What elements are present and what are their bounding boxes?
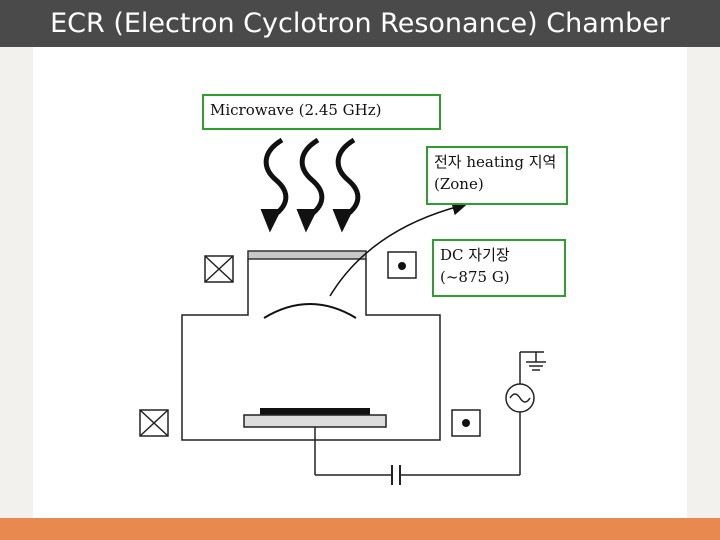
resonance-zone-arc — [263, 303, 357, 319]
dc-text-line2: (~875 G) — [440, 268, 510, 286]
coil-dot-icon — [451, 409, 481, 437]
title-bar — [0, 0, 720, 47]
microwave-arrow-icon — [332, 137, 361, 233]
dc-text-line1: DC 자기장 — [440, 246, 510, 264]
microwave-text: Microwave (2.45 GHz) — [210, 101, 382, 119]
ground-icon — [520, 351, 546, 371]
microwave-label: Microwave (2.45 GHz) — [202, 94, 441, 130]
rf-circuit — [314, 352, 521, 476]
ac-source-icon — [505, 383, 535, 413]
coil-cross-icon — [139, 409, 169, 437]
microwave-window — [247, 250, 367, 260]
heating-text-line2: (Zone) — [434, 175, 484, 193]
heating-text-line1: 전자 heating 지역 — [434, 153, 557, 171]
dc-field-label: DC 자기장 (~875 G) — [432, 239, 566, 297]
capacitor-icon — [391, 465, 401, 485]
chamber-outline — [181, 259, 441, 441]
substrate — [260, 408, 370, 415]
coil-cross-icon — [204, 255, 234, 283]
microwave-arrow-icon — [260, 137, 289, 233]
electrode — [243, 414, 387, 428]
slide-title: ECR (Electron Cyclotron Resonance) Chamb… — [50, 8, 670, 39]
accent-bar — [0, 518, 720, 540]
heating-zone-label: 전자 heating 지역 (Zone) — [426, 146, 568, 205]
coil-dot-icon — [387, 251, 417, 279]
microwave-arrow-icon — [296, 137, 325, 233]
heating-arrow — [329, 200, 468, 297]
